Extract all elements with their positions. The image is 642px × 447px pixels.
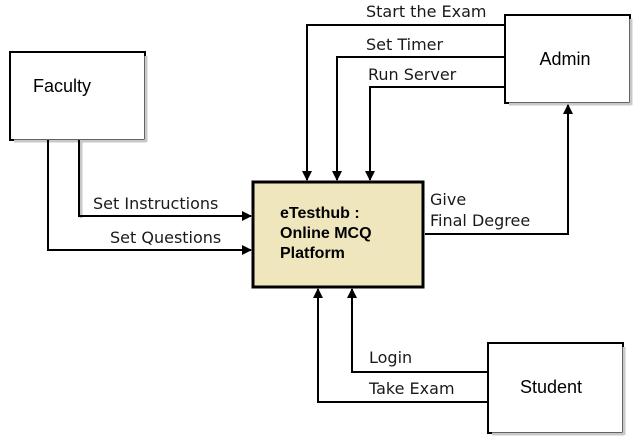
flow-label-start-exam: Start the Exam [366, 2, 486, 21]
flow-set-timer: Set Timer [332, 35, 505, 181]
flow-label-give: Give [430, 190, 466, 209]
flow-set-instructions: Set Instructions [78, 140, 252, 221]
process-title-line-2: Online MCQ [280, 225, 372, 242]
process-title-line-3: Platform [280, 245, 345, 262]
student-entity: Student [487, 342, 626, 436]
faculty-label: Faculty [33, 76, 91, 96]
flow-label-set-questions: Set Questions [110, 228, 221, 247]
admin-entity: Admin [504, 14, 633, 106]
student-label: Student [520, 377, 582, 397]
flow-set-questions: Set Questions [47, 140, 252, 255]
flow-start-exam: Start the Exam [302, 2, 505, 181]
flow-label-set-instructions: Set Instructions [93, 194, 218, 213]
flow-give-final-degree: Give Final Degree [425, 104, 573, 235]
flow-label-take-exam: Take Exam [368, 379, 455, 398]
process-title-line-1: eTesthub : [280, 205, 360, 222]
flow-label-login: Login [369, 348, 412, 367]
faculty-entity: Faculty [9, 51, 148, 143]
flow-label-set-timer: Set Timer [366, 35, 444, 54]
flow-take-exam: Take Exam [313, 288, 488, 403]
flow-label-final-degree: Final Degree [430, 211, 530, 230]
process-box: eTesthub : Online MCQ Platform [251, 180, 425, 289]
admin-label: Admin [539, 49, 590, 69]
flow-login: Login [347, 288, 488, 373]
flow-run-server: Run Server [365, 65, 505, 181]
flow-label-run-server: Run Server [368, 65, 457, 84]
